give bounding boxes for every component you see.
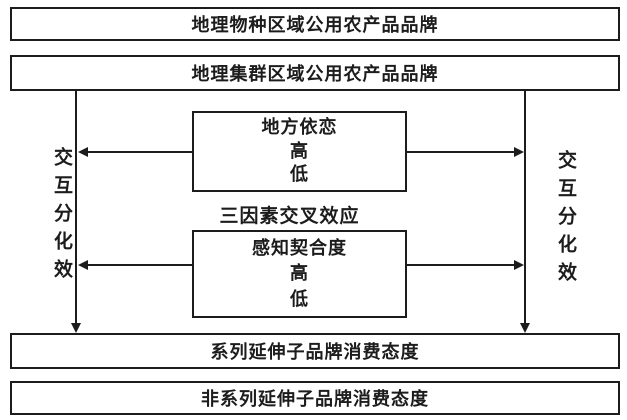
lower-left-arrow-line — [86, 264, 192, 266]
upper-left-arrowhead-icon — [78, 147, 88, 157]
lower-right-arrowhead-icon — [514, 260, 524, 270]
box-geographic-cluster-brand-label: 地理集群区域公用农产品品牌 — [191, 64, 439, 85]
three-factor-cross-effect-label: 三因素交叉效应 — [219, 205, 360, 227]
perceived-fit-low: 低 — [290, 288, 309, 310]
left-interaction-differentiation-label: 交互分化效 — [51, 147, 73, 287]
place-attachment-low: 低 — [290, 164, 309, 186]
place-attachment-high: 高 — [290, 140, 309, 162]
lower-left-arrowhead-icon — [78, 260, 88, 270]
box-geographic-species-brand: 地理物种区域公用农产品品牌 — [10, 7, 620, 41]
upper-left-arrow-line — [86, 151, 192, 153]
box-series-extension-attitude: 系列延伸子品牌消费态度 — [10, 333, 620, 369]
right-down-arrowhead-icon — [520, 323, 530, 333]
perceived-fit-title: 感知契合度 — [252, 237, 347, 259]
perceived-fit-high: 高 — [290, 263, 309, 284]
box-perceived-fit: 感知契合度 高 低 — [192, 230, 407, 318]
box-nonseries-extension-attitude-label: 非系列延伸子品牌消费态度 — [201, 389, 429, 410]
left-down-arrowhead-icon — [71, 323, 81, 333]
left-vertical-connector-line — [75, 91, 77, 325]
box-nonseries-extension-attitude: 非系列延伸子品牌消费态度 — [10, 381, 620, 415]
box-geographic-cluster-brand: 地理集群区域公用农产品品牌 — [10, 55, 620, 91]
place-attachment-title: 地方依恋 — [261, 116, 338, 138]
right-vertical-connector-line — [524, 91, 526, 325]
upper-right-arrow-line — [407, 151, 515, 153]
upper-right-arrowhead-icon — [514, 147, 524, 157]
box-series-extension-attitude-label: 系列延伸子品牌消费态度 — [210, 342, 420, 363]
lower-right-arrow-line — [407, 264, 515, 266]
box-place-attachment: 地方依恋 高 低 — [192, 111, 407, 192]
box-geographic-species-brand-label: 地理物种区域公用农产品品牌 — [191, 15, 439, 36]
right-interaction-differentiation-label: 交互分化效 — [555, 150, 577, 290]
